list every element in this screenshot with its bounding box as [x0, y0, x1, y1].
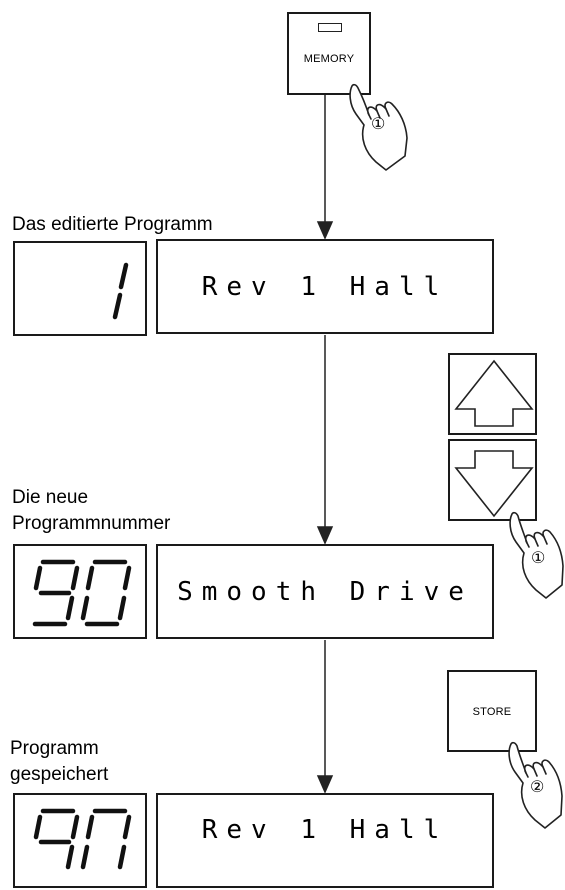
- step-marker-store: ②: [530, 777, 544, 797]
- label-stored-line2: gespeichert: [10, 763, 108, 786]
- segment-digits-90: [15, 795, 149, 890]
- program-name-display-3: Rev 1 Hall: [156, 793, 494, 888]
- label-stored-line1: Programm: [10, 737, 99, 760]
- program-number-display-3: 90: [13, 793, 147, 888]
